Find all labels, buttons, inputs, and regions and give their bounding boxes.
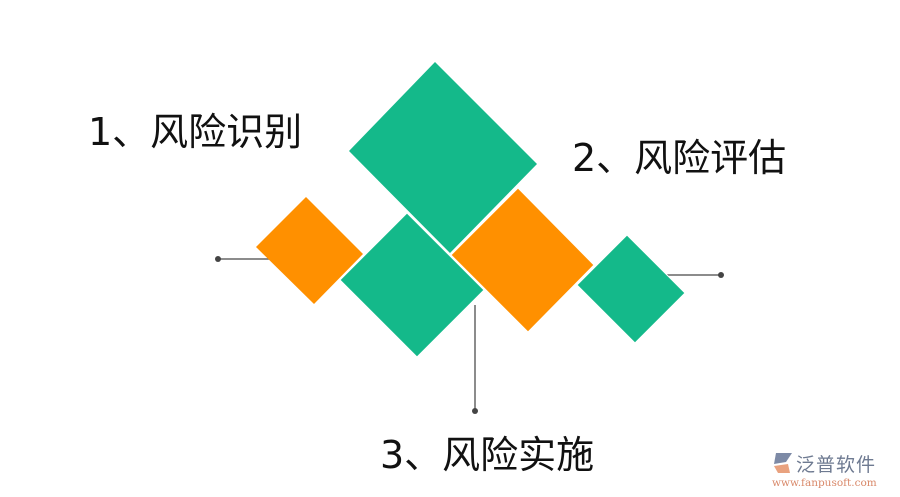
label-risk-implementation: 3、风险实施 — [380, 433, 595, 477]
connector-right-dot — [718, 272, 724, 278]
logo-name: 泛普软件 — [796, 454, 877, 476]
connector-left-dot — [215, 256, 221, 262]
diamond-orange-left — [256, 197, 363, 304]
fanpu-logo: 泛普软件 www.fanpusoft.com — [768, 450, 898, 494]
diamond-green-middle — [339, 212, 485, 358]
label-risk-assessment: 2、风险评估 — [572, 136, 787, 180]
diamond-green-large — [349, 62, 537, 253]
logo-icon — [774, 453, 792, 473]
label-risk-identification: 1、风险识别 — [88, 110, 303, 154]
diamond-orange-right — [450, 187, 595, 333]
connector-bottom-dot — [472, 408, 478, 414]
logo-url: www.fanpusoft.com — [772, 477, 877, 489]
diamond-green-small — [576, 234, 686, 344]
